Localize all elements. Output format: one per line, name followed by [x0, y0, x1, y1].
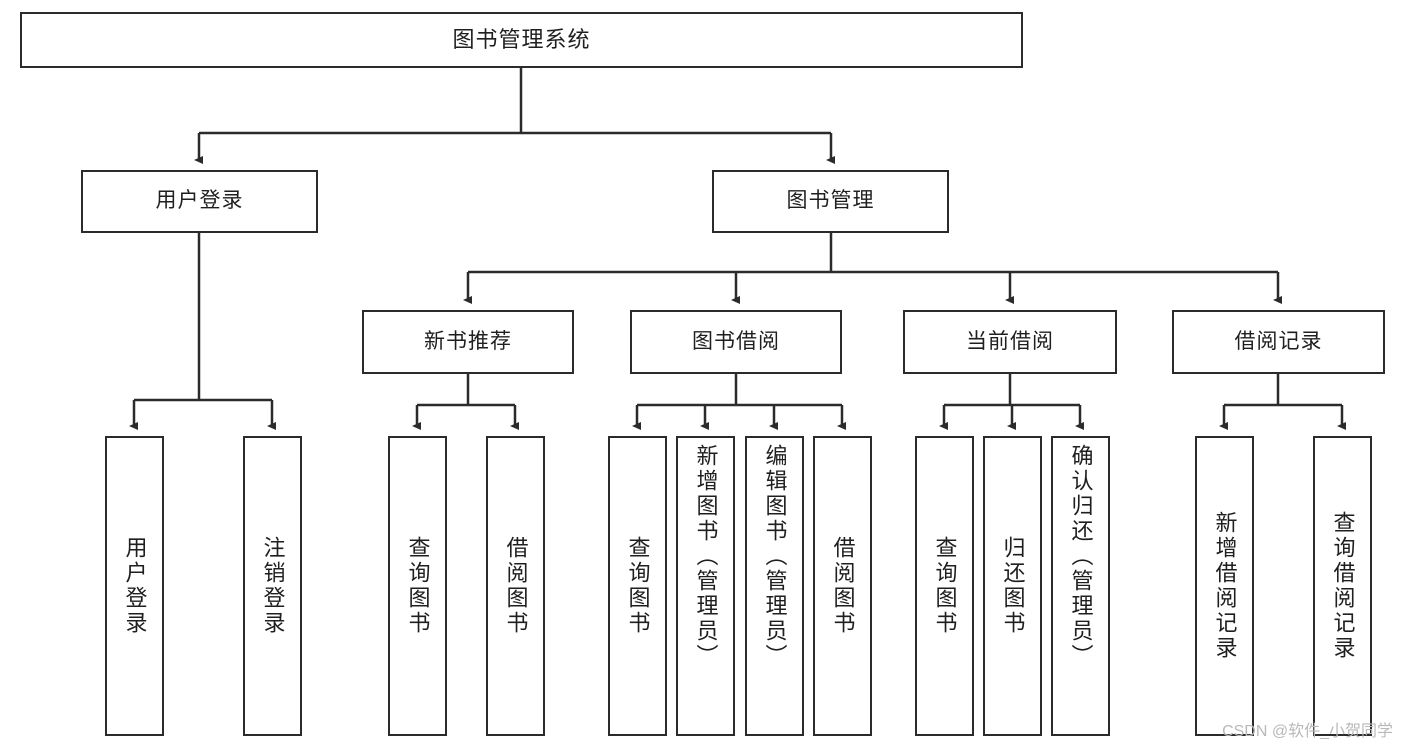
node-label: 借阅记录: [1234, 329, 1323, 353]
leaf-user-login-logout[interactable]: 注销登录: [243, 436, 302, 736]
leaf-recommend-borrow-book[interactable]: 借阅图书: [486, 436, 545, 736]
node-label: 查询图书: [405, 536, 431, 636]
leaf-borrow-borrow-book[interactable]: 借阅图书: [813, 436, 872, 736]
node-label: 新增借阅记录: [1212, 511, 1238, 661]
csdn-watermark: CSDN @软件_小贺同学: [1222, 723, 1393, 740]
node-label: 新书推荐: [424, 329, 512, 353]
node-current-borrow[interactable]: 当前借阅: [903, 310, 1117, 374]
node-book-management[interactable]: 图书管理: [712, 170, 949, 233]
node-label: 编辑图书（管理员）: [762, 444, 788, 669]
node-label: 查询图书: [932, 536, 958, 636]
node-label: 当前借阅: [966, 329, 1054, 353]
node-label: 图书管理系统: [452, 27, 591, 53]
leaf-current-query-book[interactable]: 查询图书: [915, 436, 974, 736]
node-user-login[interactable]: 用户登录: [81, 170, 318, 233]
node-book-borrow[interactable]: 图书借阅: [630, 310, 842, 374]
node-label: 查询借阅记录: [1330, 511, 1356, 661]
node-label: 注销登录: [260, 536, 286, 636]
leaf-borrow-add-book-admin[interactable]: 新增图书（管理员）: [676, 436, 735, 736]
node-label: 借阅图书: [503, 536, 529, 636]
node-root-system[interactable]: 图书管理系统: [20, 12, 1023, 68]
node-borrow-records[interactable]: 借阅记录: [1172, 310, 1385, 374]
node-new-book-recommend[interactable]: 新书推荐: [362, 310, 574, 374]
node-label: 归还图书: [1000, 536, 1026, 636]
leaf-current-return-book[interactable]: 归还图书: [983, 436, 1042, 736]
node-label: 新增图书（管理员）: [693, 444, 719, 669]
node-label: 查询图书: [625, 536, 651, 636]
node-label: 确认归还（管理员）: [1068, 444, 1094, 669]
leaf-user-login-login[interactable]: 用户登录: [105, 436, 164, 736]
node-label: 用户登录: [155, 189, 244, 213]
node-label: 图书借阅: [692, 329, 780, 353]
node-label: 用户登录: [122, 536, 148, 636]
leaf-recommend-query-book[interactable]: 查询图书: [388, 436, 447, 736]
leaf-records-query-record[interactable]: 查询借阅记录: [1313, 436, 1372, 736]
node-label: 借阅图书: [830, 536, 856, 636]
leaf-records-add-record[interactable]: 新增借阅记录: [1195, 436, 1254, 736]
node-label: 图书管理: [786, 189, 875, 213]
leaf-borrow-query-book[interactable]: 查询图书: [608, 436, 667, 736]
leaf-current-confirm-return-admin[interactable]: 确认归还（管理员）: [1051, 436, 1110, 736]
leaf-borrow-edit-book-admin[interactable]: 编辑图书（管理员）: [745, 436, 804, 736]
